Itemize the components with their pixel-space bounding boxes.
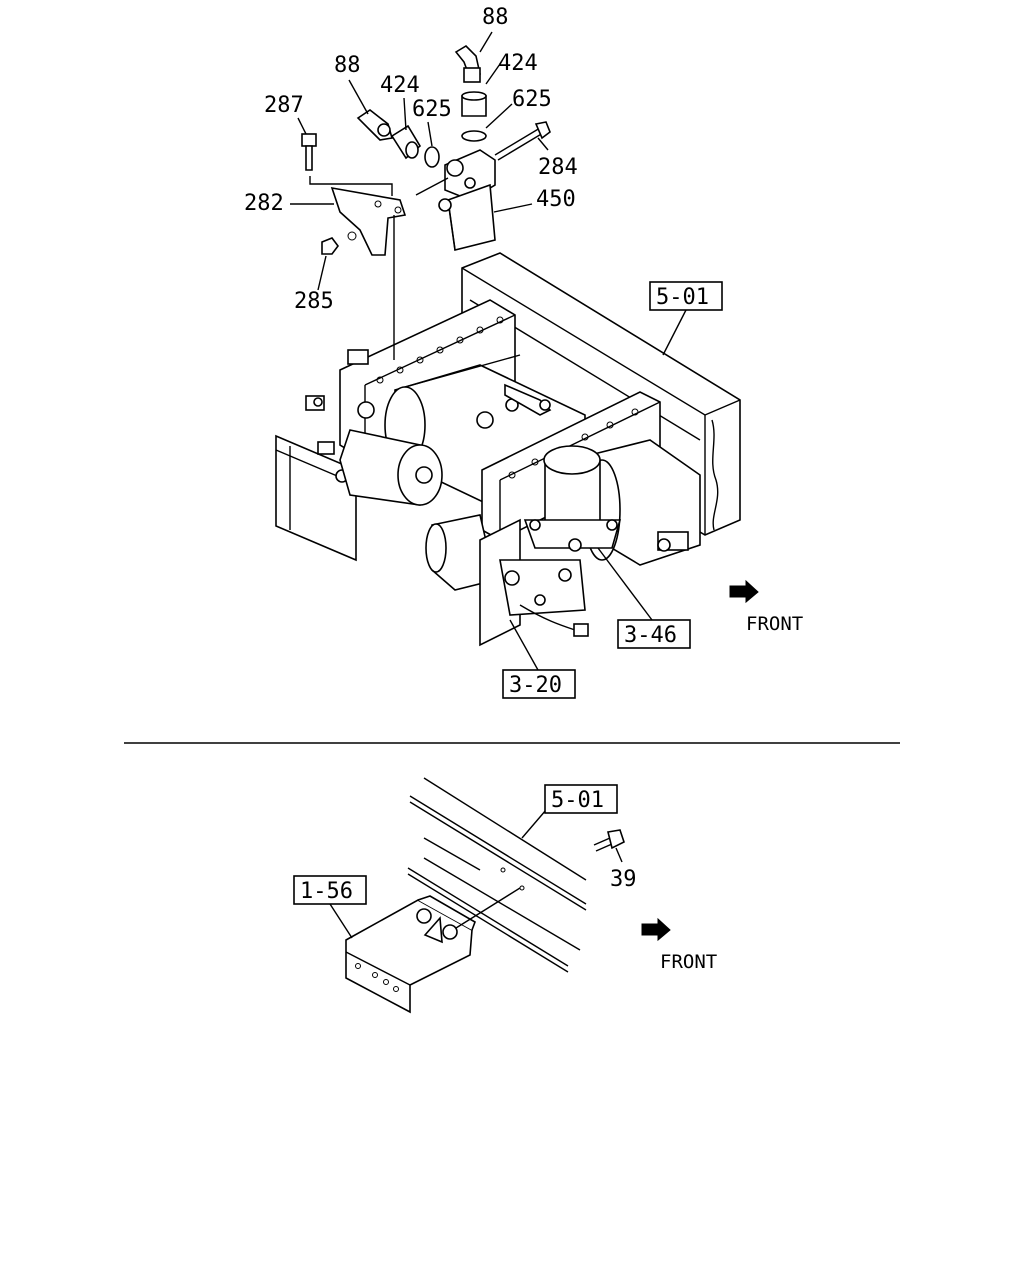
part-88-top-label: 88 [482,5,509,30]
ref-box-3-46[interactable]: 3-46 [617,619,691,649]
leader-284 [537,137,549,151]
front-arrow-icon-top [729,579,759,604]
leader-5-01-bottom [521,809,547,839]
part-284-label: 284 [538,155,578,180]
part-450-label: 450 [536,187,576,212]
assembly-guide-bolt [309,176,393,196]
front-arrow-icon-bottom [641,917,671,942]
part-625-left-label: 625 [412,97,452,122]
ref-5-01-top-label: 5-01 [656,285,709,310]
part-285-label: 285 [294,289,334,314]
valve-assembly [438,149,496,251]
leader-424-left [403,97,407,131]
leader-625-left [427,121,433,147]
ref-box-1-56[interactable]: 1-56 [293,875,367,905]
leader-39 [615,847,623,863]
front-label-top: FRONT [746,613,803,635]
part-287-label: 287 [264,93,304,118]
leader-450 [493,203,533,213]
bolt-39 [593,829,625,852]
leader-1-56 [329,903,353,939]
ref-3-46-label: 3-46 [624,623,677,648]
assembly-guide-valve [415,177,449,196]
leader-5-01-top [662,309,687,356]
fitting-nut-right [461,91,487,117]
ref-box-3-20[interactable]: 3-20 [502,669,576,699]
front-label-bottom: FRONT [660,951,717,973]
leader-285 [317,255,327,291]
leader-625-right [485,103,513,129]
fitting-nut-left [390,124,422,160]
leader-424-right [485,63,501,85]
ref-5-01-bottom-label: 5-01 [551,788,604,813]
part-625-right-label: 625 [512,87,552,112]
upper-diagram: 88 424 625 88 424 625 287 284 282 450 28… [244,5,803,699]
oring-right [461,130,487,142]
lower-diagram: 5-01 1-56 39 FRONT [293,777,717,1014]
nut-285 [321,237,339,255]
leader-287 [297,117,307,135]
bolt-284 [494,121,551,161]
frame-rail-lower [407,777,587,973]
leader-88-top [479,31,493,53]
air-dryer [523,445,622,552]
part-424-right-label: 424 [498,51,538,76]
bolt-287 [301,133,317,171]
cylinder-front [305,349,443,506]
oring-left [424,146,440,168]
part-282-label: 282 [244,191,284,216]
assembly-guide-lower [455,887,521,929]
ref-box-5-01-bottom[interactable]: 5-01 [544,784,618,814]
ref-box-5-01-top[interactable]: 5-01 [649,281,723,311]
fitting-elbow-top [454,44,481,83]
side-plate-left [275,434,357,562]
leader-3-46 [597,547,653,621]
fitting-elbow-left [356,109,394,141]
bracket-282 [330,186,407,256]
leader-88-left [348,79,369,115]
rear-tank-valve-block [425,514,589,647]
leader-3-20 [509,619,539,671]
part-88-left-label: 88 [334,53,361,78]
ref-3-20-label: 3-20 [509,673,562,698]
bracket-1-56 [345,895,476,1014]
part-39-label: 39 [610,867,637,892]
ref-1-56-label: 1-56 [300,879,353,904]
part-424-left-label: 424 [380,73,420,98]
